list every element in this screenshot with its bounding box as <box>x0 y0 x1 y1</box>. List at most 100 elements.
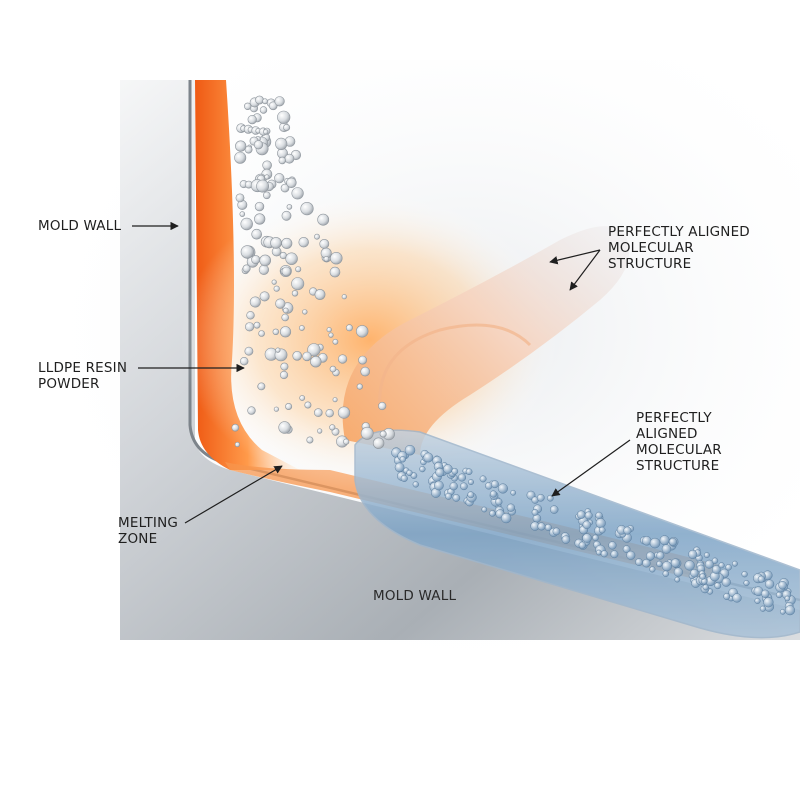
molecular-bead <box>578 541 586 549</box>
resin-particle <box>328 332 334 338</box>
resin-particle <box>356 325 369 338</box>
molecular-bead <box>443 464 453 474</box>
resin-particle <box>256 179 269 193</box>
resin-particle <box>302 351 312 362</box>
resin-particle <box>246 311 255 320</box>
molecular-bead <box>645 551 655 561</box>
molecular-bead <box>757 575 765 583</box>
molecular-bead <box>764 579 775 589</box>
molecular-bead <box>784 605 796 616</box>
resin-particle <box>275 298 286 309</box>
resin-particle <box>326 327 332 333</box>
molecular-bead <box>725 564 732 571</box>
molecular-bead <box>423 452 434 463</box>
resin-particle <box>245 322 255 332</box>
molecular-bead <box>489 490 497 498</box>
resin-particle <box>259 291 270 302</box>
resin-particle <box>358 355 367 365</box>
resin-particle <box>310 356 322 368</box>
molecular-bead <box>711 557 719 564</box>
resin-particle <box>278 156 286 165</box>
molecular-bead <box>537 522 546 531</box>
molecular-bead <box>723 593 731 600</box>
molecular-bead <box>688 549 698 559</box>
resin-particle <box>279 326 292 338</box>
molecular-bead <box>600 550 608 558</box>
resin-particle <box>281 210 292 221</box>
resin-particle <box>240 217 253 231</box>
resin-particle <box>234 151 247 164</box>
resin-particle <box>317 213 330 226</box>
resin-particle <box>272 328 279 335</box>
molecular-bead <box>468 479 474 486</box>
molecular-bead <box>670 558 680 568</box>
molecular-bead <box>626 550 636 560</box>
molecular-bead <box>702 584 709 591</box>
resin-particle <box>341 294 347 300</box>
resin-particle <box>262 160 272 171</box>
molecular-bead <box>490 480 499 489</box>
resin-particle <box>372 437 385 449</box>
molecular-bead <box>419 465 426 473</box>
resin-particle <box>275 347 281 353</box>
resin-particle <box>378 401 387 411</box>
resin-particle <box>274 173 285 184</box>
molecular-bead <box>445 492 452 500</box>
resin-particle <box>298 237 309 248</box>
resin-particle <box>298 325 305 331</box>
resin-particle <box>259 254 272 267</box>
molecular-bead <box>506 503 516 512</box>
resin-particle <box>273 406 280 412</box>
molecular-bead <box>457 473 467 482</box>
resin-particle <box>306 436 314 444</box>
resin-particle <box>332 338 339 345</box>
resin-particle <box>356 383 363 390</box>
resin-particle <box>284 153 295 164</box>
molecular-bead <box>595 549 602 556</box>
molecular-bead <box>544 523 552 531</box>
label-melting-zone: MELTING ZONE <box>118 515 179 547</box>
resin-particle <box>280 183 290 193</box>
molecular-bead <box>704 559 714 569</box>
resin-particle <box>291 187 304 200</box>
molecular-bead <box>662 570 670 577</box>
resin-particle <box>286 177 297 189</box>
resin-particle <box>240 245 254 259</box>
resin-particle <box>325 409 334 418</box>
molecular-bead <box>465 468 473 476</box>
molecular-bead <box>489 510 496 517</box>
resin-particle <box>314 289 326 300</box>
molecular-bead <box>674 576 681 583</box>
molecular-bead <box>699 573 706 580</box>
molecular-bead <box>635 558 643 566</box>
molecular-bead <box>536 493 545 502</box>
resin-particle <box>262 98 268 105</box>
label-aligned-structure-top: PERFECTLY ALIGNED MOLECULAR STRUCTURE <box>608 224 750 272</box>
resin-particle <box>279 370 289 380</box>
resin-particle <box>292 350 303 361</box>
molecular-bead <box>784 595 791 602</box>
melting-glow <box>180 190 560 490</box>
molecular-bead <box>497 483 508 494</box>
molecular-bead <box>582 533 592 543</box>
resin-particle <box>300 202 314 216</box>
resin-particle <box>259 106 268 114</box>
molecular-bead <box>656 551 665 560</box>
resin-particle <box>271 279 277 285</box>
resin-particle <box>343 438 350 445</box>
resin-particle <box>244 346 254 356</box>
resin-particle <box>282 307 289 314</box>
molecular-bead <box>479 475 487 483</box>
molecular-bead <box>481 506 488 513</box>
resin-particle <box>257 382 266 391</box>
molecular-bead <box>399 456 406 463</box>
resin-particle <box>278 421 291 434</box>
label-mold-wall-side: MOLD WALL <box>38 218 122 234</box>
resin-particle <box>314 233 320 240</box>
resin-particle <box>251 228 263 240</box>
resin-particle <box>337 406 351 419</box>
molecular-bead <box>546 494 554 502</box>
molecular-bead <box>584 511 593 520</box>
label-aligned-structure-right: PERFECTLY ALIGNED MOLECULAR STRUCTURE <box>636 410 722 474</box>
molecular-bead <box>684 560 695 571</box>
